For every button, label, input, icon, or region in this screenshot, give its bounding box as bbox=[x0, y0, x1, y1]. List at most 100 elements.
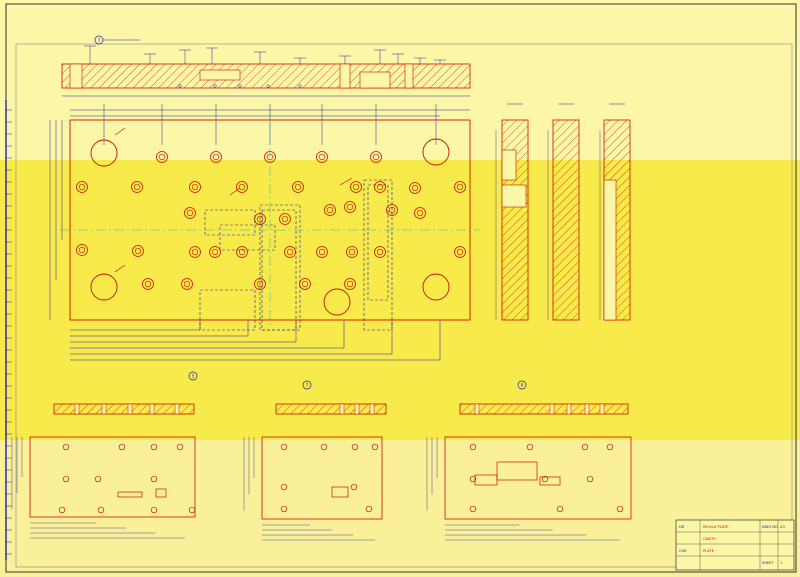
detail-hole bbox=[58, 506, 66, 514]
bolt-hole bbox=[181, 278, 193, 290]
tb-r1c3: DWG NO bbox=[762, 525, 778, 529]
bolt-hole bbox=[346, 246, 358, 258]
hidden-feature bbox=[363, 179, 393, 331]
bolt-hole-inner bbox=[78, 246, 86, 254]
hidden-feature bbox=[261, 209, 297, 331]
bolt-hole bbox=[132, 245, 144, 257]
inner-border bbox=[15, 43, 793, 568]
detail-hole bbox=[541, 475, 549, 483]
detail-slot bbox=[584, 403, 590, 415]
detail-hole bbox=[320, 443, 328, 451]
bolt-hole-inner bbox=[411, 184, 419, 192]
callout-7-text: 7 bbox=[306, 383, 309, 388]
bolt-hole bbox=[156, 151, 168, 163]
detail-slot bbox=[549, 403, 555, 415]
bolt-hole-inner bbox=[191, 248, 199, 256]
tb-r1c1: DR bbox=[679, 525, 685, 529]
detail-hole bbox=[280, 443, 288, 451]
bolt-hole-inner bbox=[158, 153, 166, 161]
bolt-hole-inner bbox=[186, 209, 194, 217]
leader bbox=[114, 127, 126, 136]
detail-hole bbox=[62, 475, 70, 483]
bolt-hole bbox=[210, 151, 222, 163]
bolt-hole bbox=[299, 278, 311, 290]
detail-view-5: 5 bbox=[29, 371, 198, 518]
sheet-band bbox=[0, 160, 800, 440]
detail-hole bbox=[280, 505, 288, 513]
bolt-hole-inner bbox=[301, 280, 309, 288]
tb-r4c3: SHEET bbox=[762, 561, 775, 565]
detail-feature bbox=[539, 476, 561, 486]
bolt-hole bbox=[316, 151, 328, 163]
bolt-hole-inner bbox=[238, 183, 246, 191]
bolt-hole bbox=[414, 207, 426, 219]
bolt-hole-inner bbox=[294, 183, 302, 191]
sheet-band-lower bbox=[0, 440, 800, 577]
bolt-hole bbox=[409, 182, 421, 194]
bolt-hole-inner bbox=[346, 280, 354, 288]
bolt-hole-inner bbox=[416, 209, 424, 217]
bolt-hole-inner bbox=[238, 248, 246, 256]
bolt-hole bbox=[344, 278, 356, 290]
top-marker bbox=[298, 84, 302, 88]
bolt-hole-inner bbox=[318, 153, 326, 161]
detail-hole bbox=[365, 505, 373, 513]
bolt-hole-inner bbox=[318, 248, 326, 256]
detail-hole bbox=[556, 505, 564, 513]
detail-feature bbox=[496, 461, 538, 481]
bolt-hole-inner bbox=[352, 183, 360, 191]
detail-hole bbox=[351, 443, 359, 451]
detail-slot bbox=[339, 403, 345, 415]
top-marker bbox=[213, 84, 217, 88]
detail-slot bbox=[369, 403, 375, 415]
bolt-hole bbox=[350, 181, 362, 193]
leader bbox=[114, 264, 126, 273]
bolt-hole bbox=[284, 246, 296, 258]
detail-hole bbox=[606, 443, 614, 451]
bolt-hole bbox=[324, 204, 336, 216]
bolt-hole-inner bbox=[456, 183, 464, 191]
bolt-hole-inner bbox=[133, 183, 141, 191]
bolt-hole-inner bbox=[348, 248, 356, 256]
title-block: DR MOULD PLATE CAVITY CHK PLATE DWG NO A… bbox=[675, 519, 795, 571]
bolt-hole bbox=[76, 181, 88, 193]
hidden-feature bbox=[367, 184, 389, 301]
tb-r3c1: CHK bbox=[679, 549, 687, 553]
bolt-hole-inner bbox=[211, 248, 219, 256]
bolt-hole-inner bbox=[256, 280, 264, 288]
bolt-hole-inner bbox=[376, 183, 384, 191]
detail-hole bbox=[97, 506, 105, 514]
detail-slot bbox=[149, 403, 155, 415]
detail-hole bbox=[188, 506, 196, 514]
callout-8-text: 8 bbox=[521, 383, 524, 388]
bolt-hole bbox=[454, 246, 466, 258]
bolt-hole bbox=[374, 246, 386, 258]
bolt-hole-inner bbox=[144, 280, 152, 288]
detail-slot bbox=[566, 403, 572, 415]
bolt-hole bbox=[189, 181, 201, 193]
detail-feature bbox=[155, 488, 167, 498]
detail-hole bbox=[94, 475, 102, 483]
tb-r2c2: CAVITY bbox=[703, 537, 716, 541]
top-marker bbox=[178, 84, 182, 88]
callout-main-text: 3 bbox=[98, 38, 101, 43]
bolt-hole bbox=[454, 181, 466, 193]
bolt-hole bbox=[236, 246, 248, 258]
detail-feature bbox=[331, 486, 349, 498]
detail-hole bbox=[150, 506, 158, 514]
detail-feature bbox=[117, 491, 143, 498]
top-marker bbox=[266, 84, 270, 88]
detail-hole bbox=[469, 443, 477, 451]
detail-hole bbox=[371, 443, 379, 451]
detail-hole bbox=[469, 475, 477, 483]
large-hole bbox=[422, 273, 450, 301]
bolt-hole bbox=[316, 246, 328, 258]
detail-hole bbox=[616, 505, 624, 513]
tb-r1c4: A3 bbox=[780, 525, 785, 529]
side-section-views bbox=[495, 103, 631, 321]
detail-hole bbox=[350, 483, 358, 491]
bolt-hole-inner bbox=[326, 206, 334, 214]
bolt-hole-inner bbox=[212, 153, 220, 161]
bolt-hole-inner bbox=[134, 247, 142, 255]
